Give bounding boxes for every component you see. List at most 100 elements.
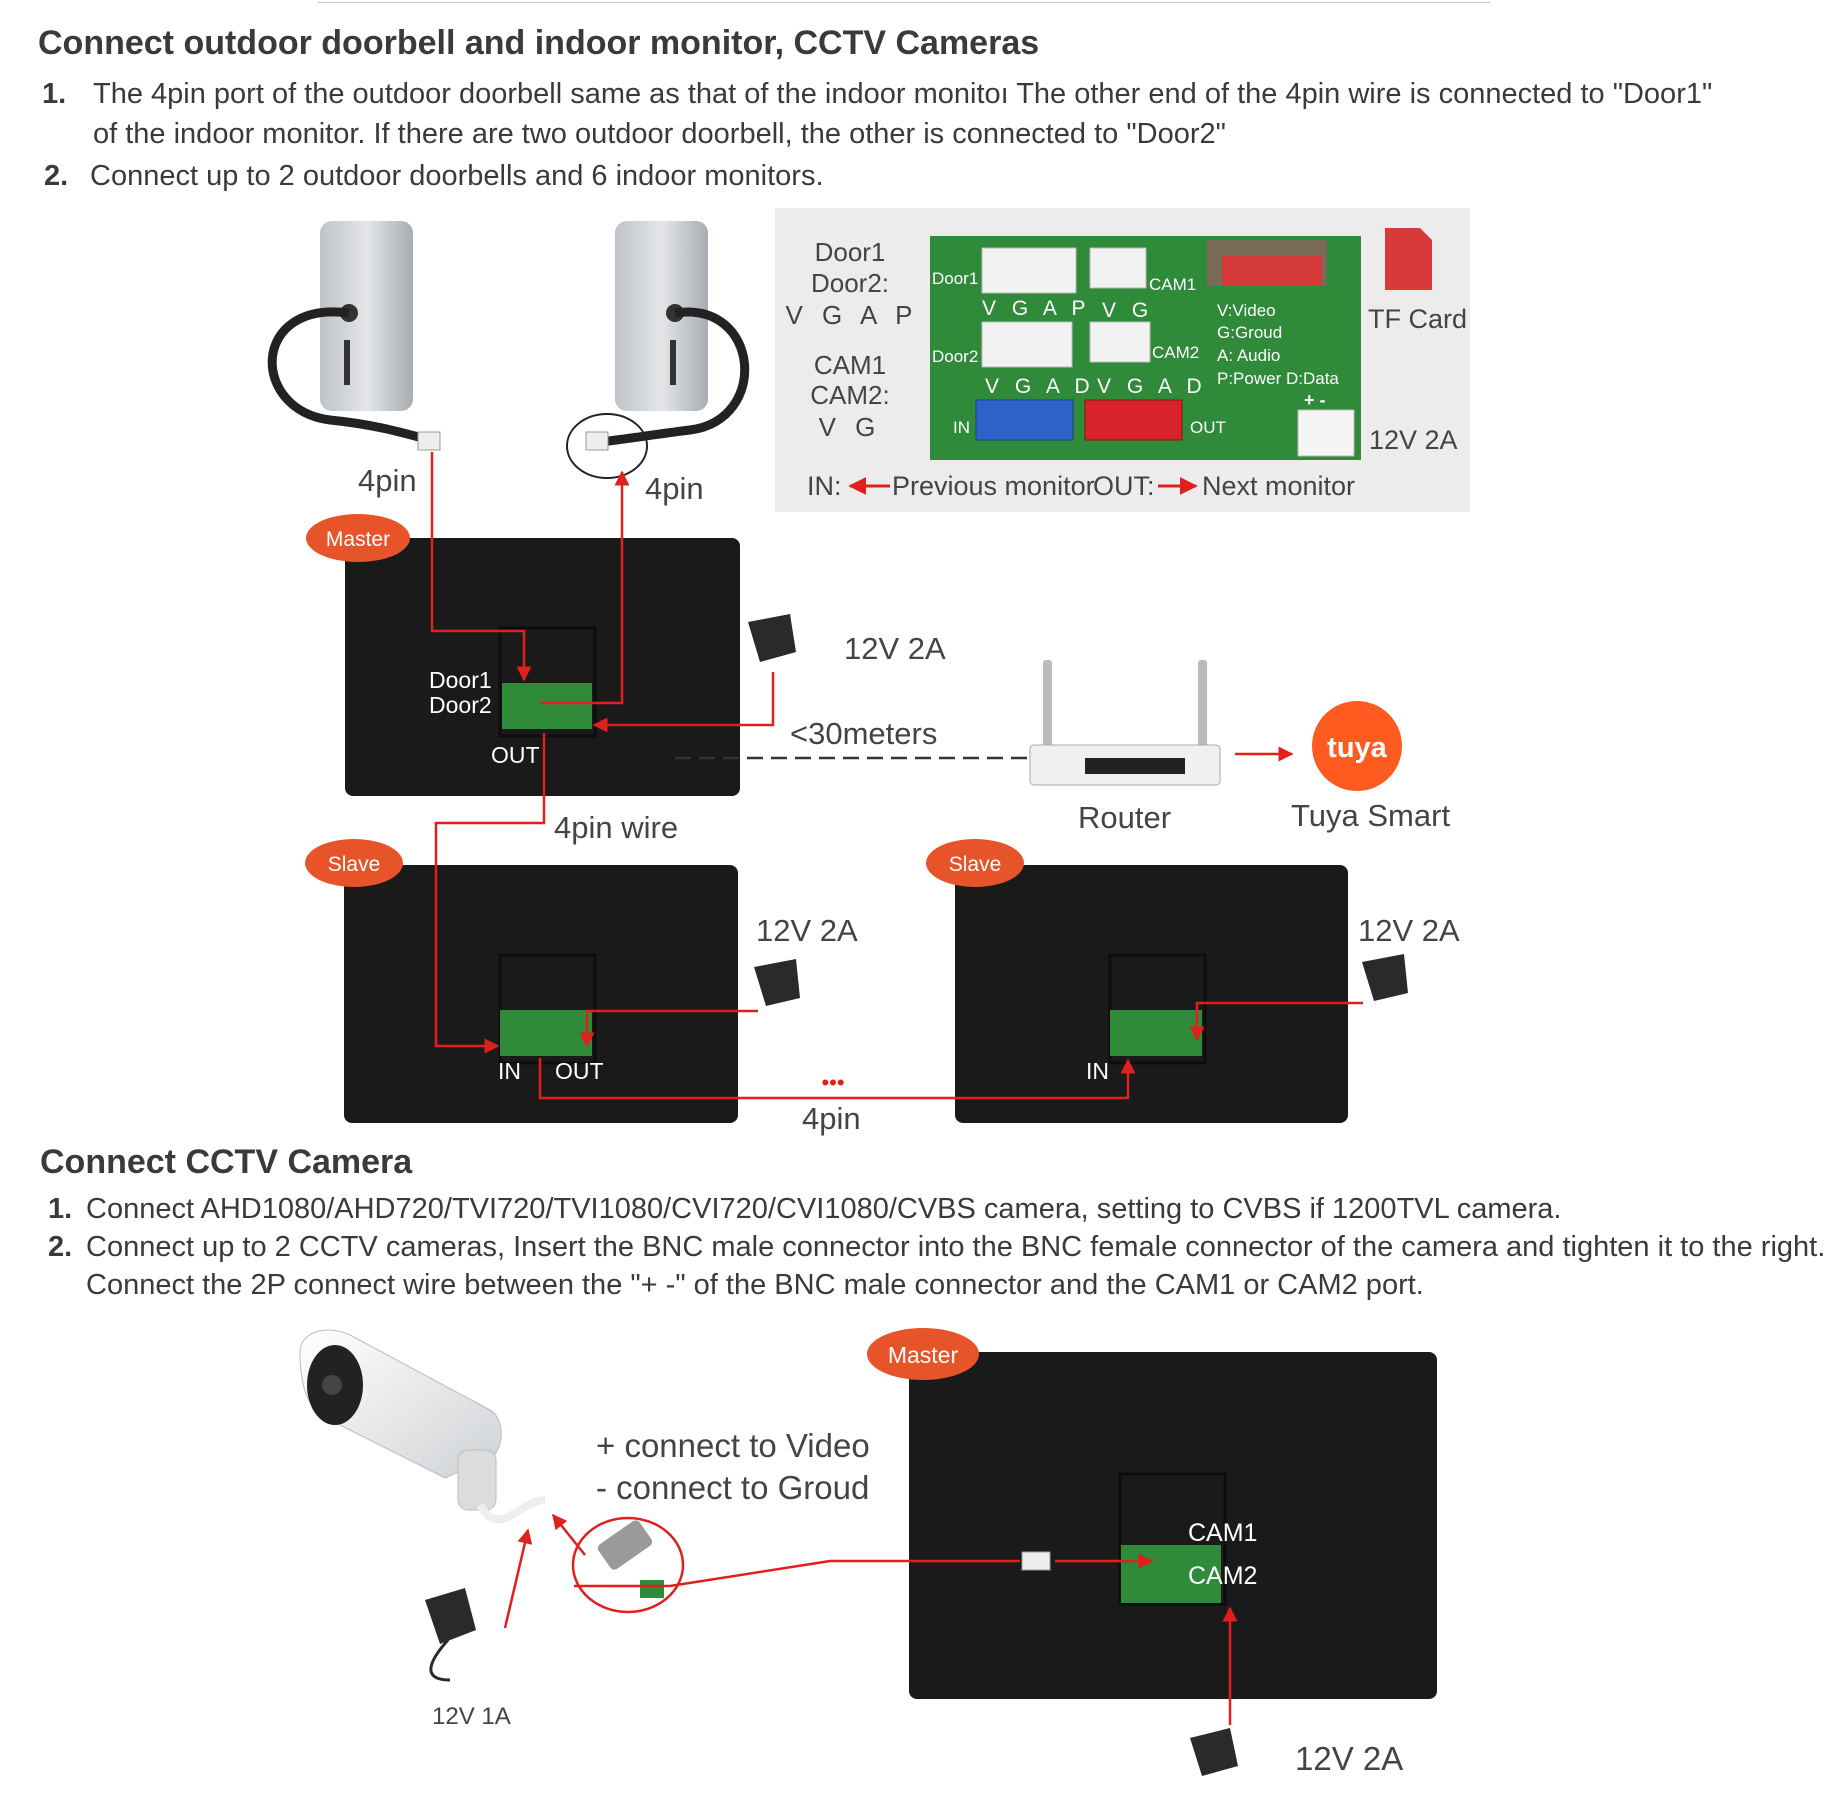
- svg-text:Slave: Slave: [949, 853, 1002, 876]
- pinout-left-vgap: V G A P: [785, 300, 918, 330]
- legend-audio: A: Audio: [1217, 346, 1280, 365]
- board-cam1: CAM1: [1149, 275, 1196, 294]
- monitor-master-2: [909, 1352, 1437, 1699]
- svg-text:tuya: tuya: [1327, 732, 1388, 764]
- wire-bnc-to-monitor: [669, 1559, 1020, 1588]
- door2-connector: [981, 321, 1073, 368]
- wire-label: 4pin wire: [554, 810, 678, 845]
- board-vgad-2: V G A D: [1097, 375, 1207, 398]
- s2-item2-line2: Connect the 2P connect wire between the …: [86, 1269, 1424, 1301]
- svg-text:Master: Master: [888, 1342, 959, 1368]
- board-vgad-1: V G A D: [985, 375, 1095, 398]
- wire-master-to-slave1: [434, 733, 546, 1054]
- continuation-dots: •••: [821, 1070, 844, 1095]
- svg-text:Slave: Slave: [328, 853, 381, 876]
- connector-highlight-circle: [566, 413, 648, 479]
- monitor-slave-1: [344, 865, 738, 1123]
- s2-item1-line1: Connect AHD1080/AHD720/TVI720/TVI1080/CV…: [86, 1193, 1562, 1225]
- board-vgap: V G A P: [982, 297, 1091, 320]
- wiring-2: [503, 1513, 1238, 1725]
- pinout-panel: Door1 Door2: V G A P CAM1 CAM2: V G Door…: [775, 208, 1470, 512]
- board-door2: Door2: [932, 347, 978, 366]
- slave1-out-label: OUT: [555, 1058, 604, 1084]
- out-label: OUT:: [1093, 471, 1155, 501]
- item2-line1: Connect up to 2 outdoor doorbells and 6 …: [90, 160, 824, 192]
- board-out: OUT: [1190, 418, 1226, 437]
- slave-badge-1: Slave: [305, 839, 403, 887]
- board-vg: V G: [1102, 299, 1153, 322]
- pinout-left-vg: V G: [819, 412, 882, 442]
- minus-ground-label: - connect to Groud: [596, 1469, 869, 1506]
- doorbell-right: [566, 221, 750, 479]
- doorbell-left: [267, 221, 441, 451]
- tuya-label: Tuya Smart: [1291, 798, 1450, 833]
- in-desc: Previous monitor: [892, 471, 1095, 501]
- pin-label-right: 4pin: [645, 471, 704, 506]
- power-adapter-icon-cctv: [1190, 1728, 1238, 1776]
- power-adapter-icon-slave1: [754, 959, 800, 1006]
- cam1-port-label: CAM1: [1188, 1519, 1257, 1547]
- svg-text:Master: Master: [326, 528, 390, 551]
- wiring: [430, 452, 1363, 1100]
- section1-title: Connect outdoor doorbell and indoor moni…: [38, 24, 1040, 62]
- master-door2-label: Door2: [429, 692, 492, 718]
- s2-item2-number: 2.: [48, 1231, 73, 1263]
- item2-number: 2.: [44, 160, 69, 192]
- pinout-left-cam2: CAM2:: [810, 380, 889, 410]
- tuya-logo: tuya: [1312, 701, 1402, 791]
- wire-slave2-power: [1189, 1001, 1363, 1042]
- wire-master-power: [592, 672, 775, 733]
- board-cam2: CAM2: [1152, 343, 1199, 362]
- s2-item2-line1: Connect up to 2 CCTV cameras, Insert the…: [86, 1231, 1825, 1263]
- tf-card-icon: [1385, 228, 1432, 290]
- bottom-pin-label: 4pin: [802, 1101, 861, 1136]
- board-in: IN: [953, 418, 970, 437]
- legend-ground: G:Groud: [1217, 323, 1282, 342]
- pin-label-left: 4pin: [358, 463, 417, 498]
- power-adapter-icon-master: [748, 614, 796, 662]
- router-icon: [1029, 660, 1221, 786]
- power-adapter-icon-slave2: [1362, 954, 1408, 1001]
- pinout-left-door2: Door2:: [811, 268, 889, 298]
- pinout-power-label: 12V 2A: [1369, 425, 1458, 455]
- power-label-slave1: 12V 2A: [756, 913, 858, 948]
- s2-item1-number: 1.: [48, 1193, 73, 1225]
- section2-title: Connect CCTV Camera: [40, 1143, 413, 1181]
- slave-badge-2: Slave: [926, 839, 1024, 887]
- master-badge-2: Master: [867, 1328, 979, 1380]
- cam2-port-label: CAM2: [1188, 1562, 1257, 1590]
- top-rule: [318, 2, 1490, 3]
- in-label: IN:: [807, 471, 842, 501]
- slave2-in-label: IN: [1086, 1058, 1109, 1084]
- out-connector: [1084, 399, 1183, 441]
- pinout-left-cam1: CAM1: [814, 350, 886, 380]
- camera-power-label: 12V 1A: [432, 1703, 511, 1730]
- pinout-left-door1: Door1: [815, 237, 886, 267]
- monitor-power-label: 12V 2A: [1295, 1740, 1403, 1777]
- wire-camera-power: [503, 1528, 533, 1629]
- power-connector: [1297, 409, 1355, 457]
- wire-slave1-to-slave2: [538, 1058, 1136, 1100]
- door1-connector: [981, 247, 1077, 294]
- tf-card-label: TF Card: [1368, 304, 1467, 334]
- slave1-in-label: IN: [498, 1058, 521, 1084]
- wire-bnc-to-camera: [552, 1513, 586, 1556]
- camera-power-adapter-icon: [425, 1588, 476, 1682]
- plug-2p: [1021, 1551, 1051, 1571]
- cam2-connector: [1089, 321, 1151, 363]
- power-label-slave2: 12V 2A: [1358, 913, 1460, 948]
- power-label-master: 12V 2A: [844, 631, 946, 666]
- cctv-camera-icon: [299, 1329, 546, 1524]
- wire-door1: [430, 452, 532, 682]
- item1-line1: The 4pin port of the outdoor doorbell sa…: [93, 78, 1713, 110]
- plus-video-label: + connect to Video: [596, 1427, 870, 1464]
- wire-door2: [540, 470, 630, 705]
- distance-label: <30meters: [790, 716, 937, 751]
- board-door1: Door1: [932, 269, 978, 288]
- in-connector: [975, 399, 1074, 441]
- router-label: Router: [1078, 800, 1171, 835]
- master-out-label: OUT: [491, 742, 540, 768]
- legend-video: V:Video: [1217, 301, 1276, 320]
- monitor-master: [345, 538, 740, 796]
